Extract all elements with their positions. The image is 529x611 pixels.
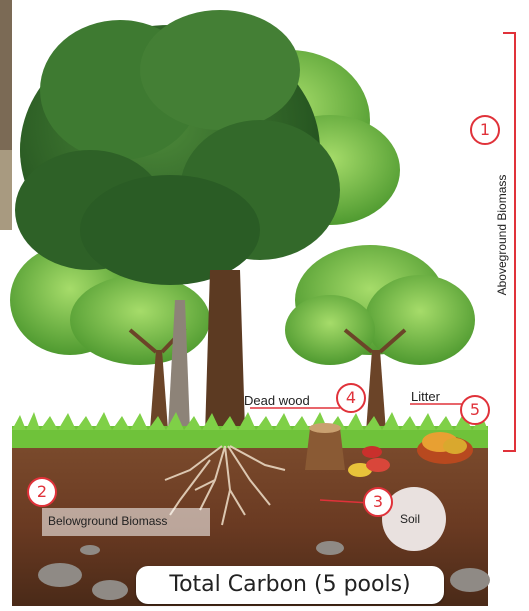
pool-number-4: 4	[336, 383, 366, 413]
bracket-top-tick	[503, 32, 516, 34]
soil-label: Soil	[400, 512, 420, 526]
main-tree-canopy	[15, 10, 340, 285]
stump	[305, 423, 345, 470]
left-edge-strip	[0, 0, 12, 440]
pool-number-5: 5	[460, 395, 490, 425]
diagram-title: Total Carbon (5 pools)	[136, 566, 444, 604]
aboveground-bracket	[514, 32, 516, 452]
pool-number-2: 2	[27, 477, 57, 507]
aboveground-label: Aboveground Biomass	[495, 125, 509, 345]
belowground-label: Belowground Biomass	[48, 514, 167, 528]
bracket-bottom-tick	[503, 450, 516, 452]
main-trunk	[205, 270, 245, 435]
pool-number-3: 3	[363, 487, 393, 517]
grass-strip	[12, 412, 488, 448]
litter-label: Litter	[411, 389, 440, 404]
deadwood-label: Dead wood	[244, 393, 310, 408]
